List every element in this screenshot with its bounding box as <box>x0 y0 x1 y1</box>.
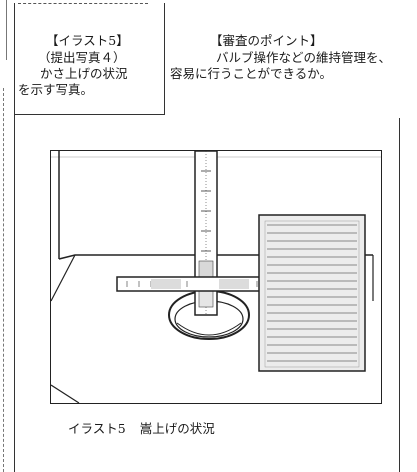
review-points-desc-line1: バルブ操作などの維持管理を、 <box>216 50 392 65</box>
panel-left-border <box>14 3 15 472</box>
illustration-drawing <box>51 151 381 403</box>
caption-label: イラスト5 <box>68 421 126 436</box>
scan-edge-top <box>18 3 148 4</box>
review-points-title: 【審査のポイント】 <box>210 33 323 48</box>
illustration-note-desc-line2: を示す写真。 <box>18 82 94 97</box>
review-points-desc-line2: 容易に行うことができるか。 <box>170 66 333 81</box>
figure-caption: イラスト5 嵩上げの状況 <box>68 421 215 437</box>
scan-edge-left-upper <box>6 0 7 60</box>
scan-edge-left <box>3 88 4 472</box>
illustration-note-box <box>14 3 165 115</box>
panel-right-border <box>399 118 400 472</box>
caption-text: 嵩上げの状況 <box>139 421 215 436</box>
illustration-note-title: 【イラスト5】 <box>46 33 129 48</box>
illustration-note-desc-line1: かさ上げの状況 <box>40 66 128 81</box>
illustration-note-subtitle: （提出写真４） <box>38 50 126 65</box>
illustration-figure <box>50 150 382 404</box>
